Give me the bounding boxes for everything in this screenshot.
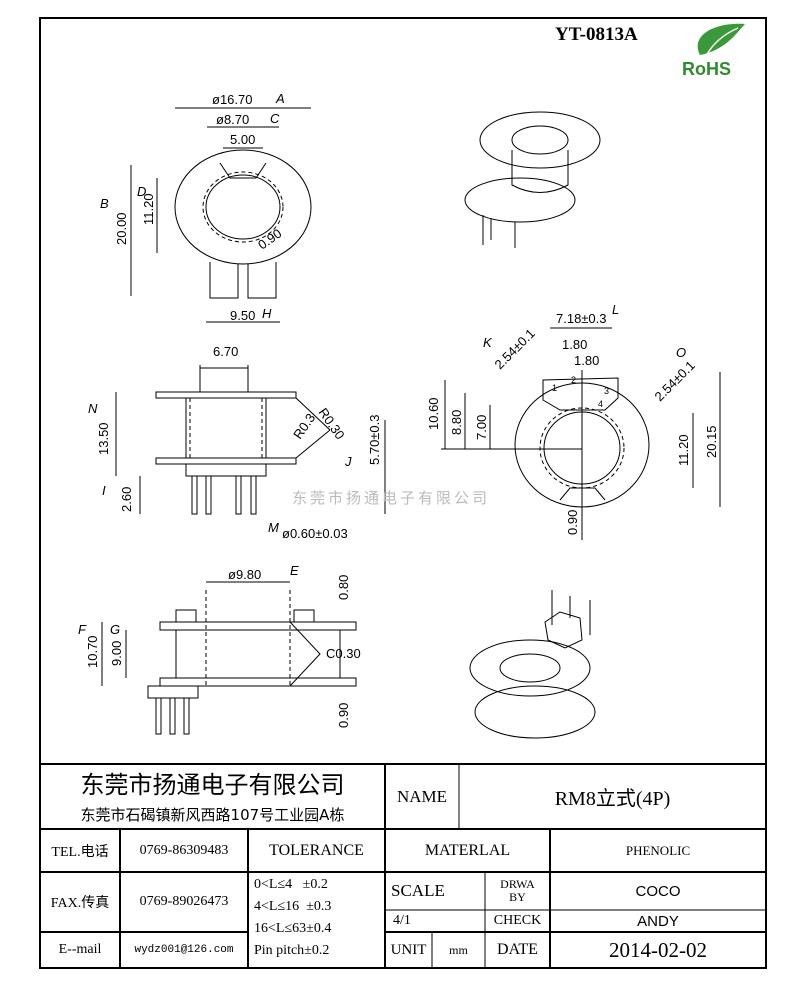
tolerance-label: TOLERANCE	[269, 841, 364, 859]
rohs-logo: RoHS	[682, 23, 745, 79]
date-label: DATE	[497, 941, 538, 958]
top-view: ø16.70 A ø8.70 C 5.00 B 20.00 D 11.20 0.…	[100, 91, 312, 323]
dimension-label: ø0.60±0.03	[282, 526, 348, 541]
title-block-grid	[40, 763, 766, 968]
tolerance-row: Pin pitch±0.2	[254, 943, 330, 958]
fax-label: FAX.传真	[50, 896, 110, 911]
dimension-label: B	[100, 196, 109, 211]
dimension-label: G	[110, 622, 120, 637]
dimension-label: 10.60	[426, 397, 441, 430]
email-label: E--mail	[58, 942, 102, 957]
dimension-label: J	[344, 454, 352, 469]
dimension-label: 2.54±0.1	[492, 326, 538, 372]
dimension-label: ø8.70	[216, 112, 249, 127]
scale-value: 4/1	[393, 913, 411, 928]
dimension-label: 13.50	[96, 422, 111, 455]
front-view: ø9.80 E F 10.70 G 9.00 C0.30 0.80 0.90	[78, 563, 361, 735]
check-label: CHECK	[493, 913, 542, 928]
tolerance-row: 16<L≤63±0.4	[254, 921, 332, 936]
dimension-label: 20.15	[704, 425, 719, 458]
watermark: 东莞市扬通电子有限公司	[292, 489, 491, 507]
dimension-label: 0.90	[336, 703, 351, 728]
isometric-view-bottom	[469, 590, 596, 739]
dimension-label: ø9.80	[228, 567, 261, 582]
dimension-label: 11.20	[676, 434, 691, 466]
isometric-view-top	[464, 111, 601, 248]
dimension-label: 3	[604, 386, 609, 396]
sheet-border	[39, 17, 767, 969]
date-value: 2014-02-02	[609, 937, 707, 962]
dimension-label: 7.18±0.3	[556, 311, 607, 326]
dimension-label: H	[262, 306, 272, 321]
dimension-label: D	[137, 184, 146, 199]
dimension-label: C	[270, 111, 280, 126]
dimension-label: 2.54±0.1	[652, 358, 698, 404]
name-label: NAME	[396, 786, 448, 806]
company-address: 东莞市石碣镇新风西路107号工业园A栋	[80, 806, 345, 824]
side-view: 6.70 N 13.50 R0.3 R0.30 I 2.60 J 5.70±0.…	[88, 344, 386, 541]
dimension-label: RoHS	[682, 59, 731, 79]
drawn-by-value: COCO	[635, 882, 681, 900]
dimension-label: R0.30	[316, 405, 348, 442]
company-name: 东莞市扬通电子有限公司	[80, 770, 345, 799]
dimension-label: 1.80	[574, 353, 599, 368]
dimension-label: 9.50	[230, 308, 255, 323]
dimension-label: 6.70	[213, 344, 238, 359]
unit-value: mm	[449, 942, 468, 957]
dimension-label: I	[102, 483, 106, 498]
dimension-label: E	[290, 563, 299, 578]
dimension-label: N	[88, 401, 98, 416]
scale-label: SCALE	[391, 881, 445, 900]
dimension-label: 2.60	[119, 487, 134, 512]
dimension-label: M	[268, 520, 279, 535]
dimension-label: L	[612, 302, 619, 317]
dimension-label: 20.00	[114, 212, 129, 245]
unit-label: UNIT	[390, 941, 427, 958]
tolerance-row: 0<L≤4 ±0.2	[254, 877, 328, 892]
dimension-label: A	[275, 91, 285, 106]
drawn-by-label: DRWA BY	[500, 877, 535, 904]
dimension-label: 2	[571, 375, 576, 385]
dimension-label: 11.20	[141, 193, 156, 225]
dimension-label: 0.90	[565, 510, 580, 535]
tel-value: 0769-86309483	[139, 842, 229, 858]
check-value: ANDY	[637, 912, 679, 930]
dimension-label: F	[78, 622, 87, 637]
dimension-label: 8.80	[449, 410, 464, 435]
dimension-label: 10.70	[85, 635, 100, 668]
dimension-label: 0.80	[336, 575, 351, 600]
dimension-label: 0.90	[255, 226, 284, 253]
dimension-label: 4	[598, 399, 603, 409]
dimension-label: C0.30	[326, 646, 361, 661]
dimension-label: 1.80	[562, 337, 587, 352]
material-label: MATERLAL	[424, 841, 511, 859]
dimension-label: 7.00	[474, 415, 489, 440]
dimension-label: 9.00	[109, 641, 124, 666]
tel-label: TEL.电话	[51, 844, 109, 860]
dimension-label: ø16.70	[212, 92, 252, 107]
dimension-label: O	[676, 345, 686, 360]
material-value: PHENOLIC	[625, 842, 691, 858]
part-name: RM8立式(4P)	[554, 788, 671, 810]
dimension-label: 1	[552, 383, 557, 393]
email-value: wydz001@126.com	[134, 944, 234, 956]
fax-value: 0769-89026473	[139, 894, 229, 909]
part-number: YT-0813A	[555, 24, 638, 45]
dimension-label: K	[483, 335, 493, 350]
dimension-label: 5.00	[230, 132, 255, 147]
tolerance-row: 4<L≤16 ±0.3	[254, 899, 332, 914]
dimension-label: 5.70±0.3	[367, 414, 382, 465]
